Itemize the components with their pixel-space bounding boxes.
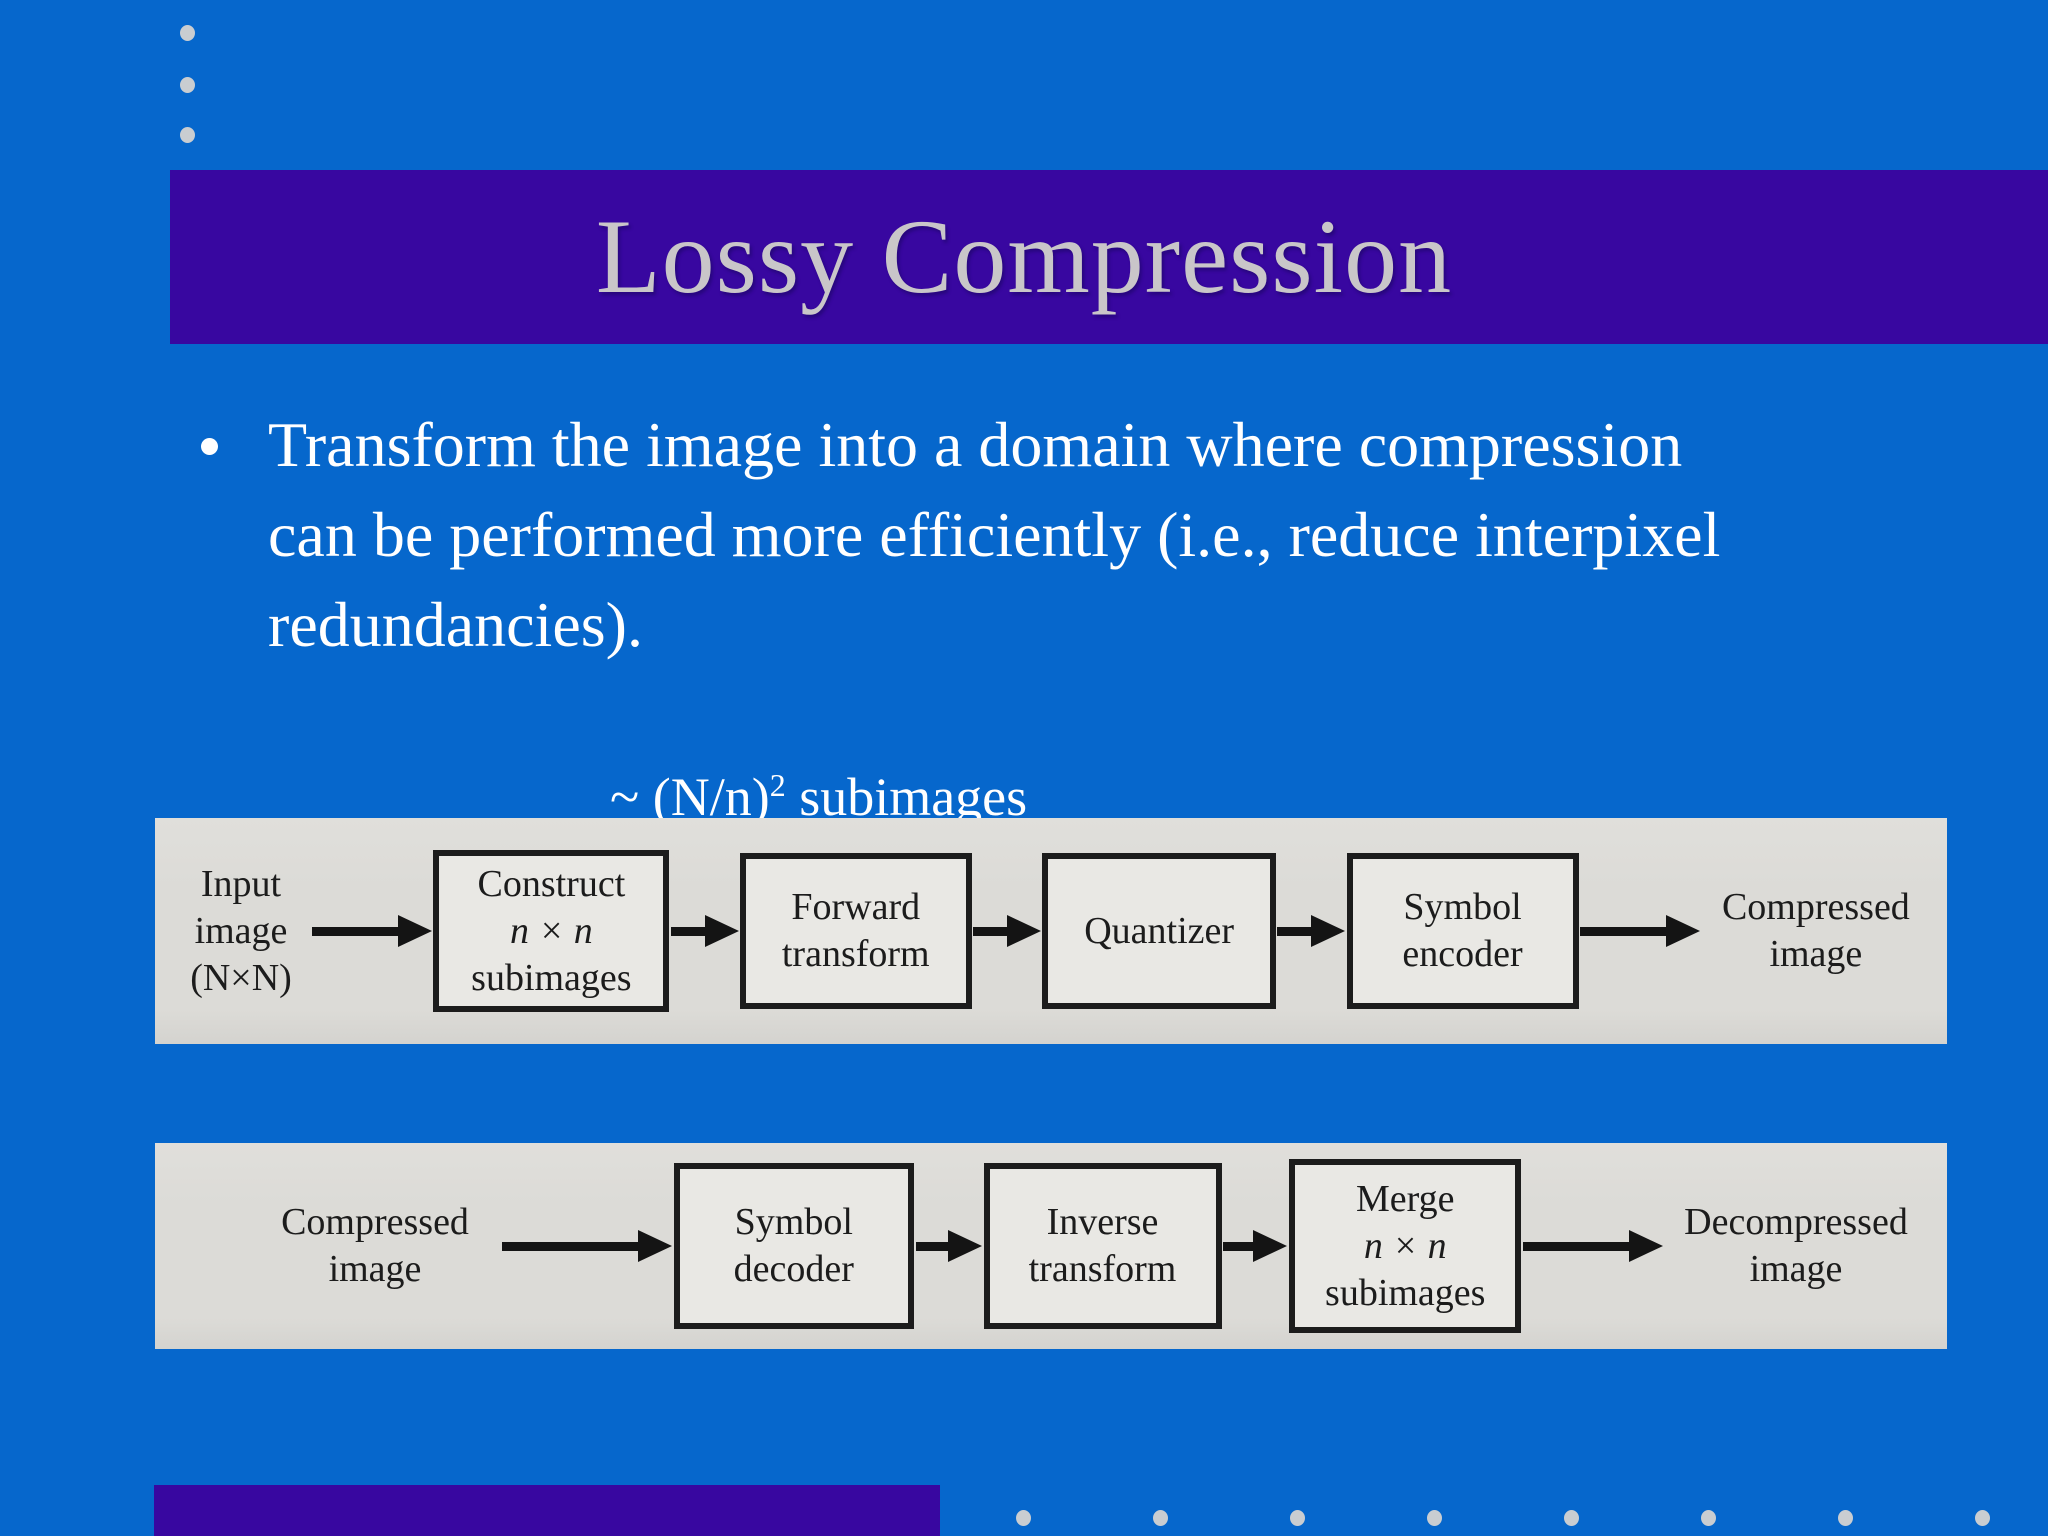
flow-arrow-icon xyxy=(670,915,739,947)
decorative-dot-icon xyxy=(180,127,195,143)
decorative-dot-icon xyxy=(1153,1510,1168,1526)
decorative-dot-icon xyxy=(1701,1510,1716,1526)
decorative-dot-icon xyxy=(1016,1510,1031,1526)
decorative-dot-icon xyxy=(1427,1510,1442,1526)
decoder-pipeline-diagram: Compressed image Symbol decoder Inverse … xyxy=(155,1143,1947,1349)
symbol-encoder-box: Symbol encoder xyxy=(1346,853,1579,1009)
flow-arrow-icon xyxy=(1223,1230,1288,1262)
decorative-dot-icon xyxy=(1838,1510,1853,1526)
quantizer-box: Quantizer xyxy=(1042,853,1277,1009)
title-bar: Lossy Compression xyxy=(170,170,2048,344)
box-line: Symbol xyxy=(734,1201,853,1243)
bullet-text: Transform the image into a domain where … xyxy=(268,409,1721,660)
merge-subimages-box: Merge n × n subimages xyxy=(1289,1159,1522,1333)
flow-arrow-icon xyxy=(312,915,433,947)
box-line: Quantizer xyxy=(1084,909,1235,952)
decompressed-image-label: Decompressed image xyxy=(1684,1201,1908,1290)
compressed-image-label: Compressed image xyxy=(281,1201,469,1290)
box-line: Merge xyxy=(1356,1177,1455,1220)
box-line: Construct xyxy=(477,862,626,905)
box-line: transform xyxy=(781,933,930,975)
annotation-suffix: subimages xyxy=(785,767,1028,827)
forward-transform-box: Forward transform xyxy=(739,853,972,1009)
flow-arrow-icon xyxy=(1277,915,1346,947)
encoder-pipeline-diagram: Input image (N×N) Construct n × n subima… xyxy=(155,818,1947,1044)
symbol-decoder-box: Symbol decoder xyxy=(673,1163,914,1329)
box-line: Forward xyxy=(791,886,921,928)
flow-arrow-icon xyxy=(1523,1230,1664,1262)
flow-arrow-icon xyxy=(501,1230,672,1262)
subimages-annotation: ~ (N/n)2 subimages xyxy=(610,766,1027,828)
flow-arrow-icon xyxy=(972,915,1041,947)
annotation-exponent: 2 xyxy=(769,767,786,803)
box-line-math: n × n xyxy=(1363,1224,1447,1267)
slide-title: Lossy Compression xyxy=(595,198,1453,315)
annotation-prefix: ~ (N/n) xyxy=(610,767,770,827)
box-line: Inverse xyxy=(1046,1201,1159,1243)
decorative-dot-icon xyxy=(1975,1510,1990,1526)
box-line: encoder xyxy=(1402,933,1523,975)
bullet-icon xyxy=(201,438,218,455)
input-image-label: Input image (N×N) xyxy=(190,862,292,999)
box-line: transform xyxy=(1028,1248,1177,1290)
box-line: decoder xyxy=(733,1248,854,1290)
flow-arrow-icon xyxy=(915,1230,982,1262)
decorative-dot-icon xyxy=(1290,1510,1305,1526)
decorative-dot-icon xyxy=(180,77,195,93)
flow-arrow-icon xyxy=(1579,915,1700,947)
box-line-math: n × n xyxy=(510,909,593,952)
box-line: subimages xyxy=(1325,1271,1486,1314)
inverse-transform-box: Inverse transform xyxy=(983,1163,1222,1329)
compressed-image-label: Compressed image xyxy=(1721,886,1910,975)
box-line: subimages xyxy=(471,956,632,999)
bottom-accent-bar xyxy=(154,1485,940,1536)
construct-subimages-box: Construct n × n subimages xyxy=(433,850,670,1012)
box-line: Symbol xyxy=(1403,886,1522,928)
decorative-dot-icon xyxy=(1564,1510,1579,1526)
decorative-dot-icon xyxy=(180,25,195,41)
